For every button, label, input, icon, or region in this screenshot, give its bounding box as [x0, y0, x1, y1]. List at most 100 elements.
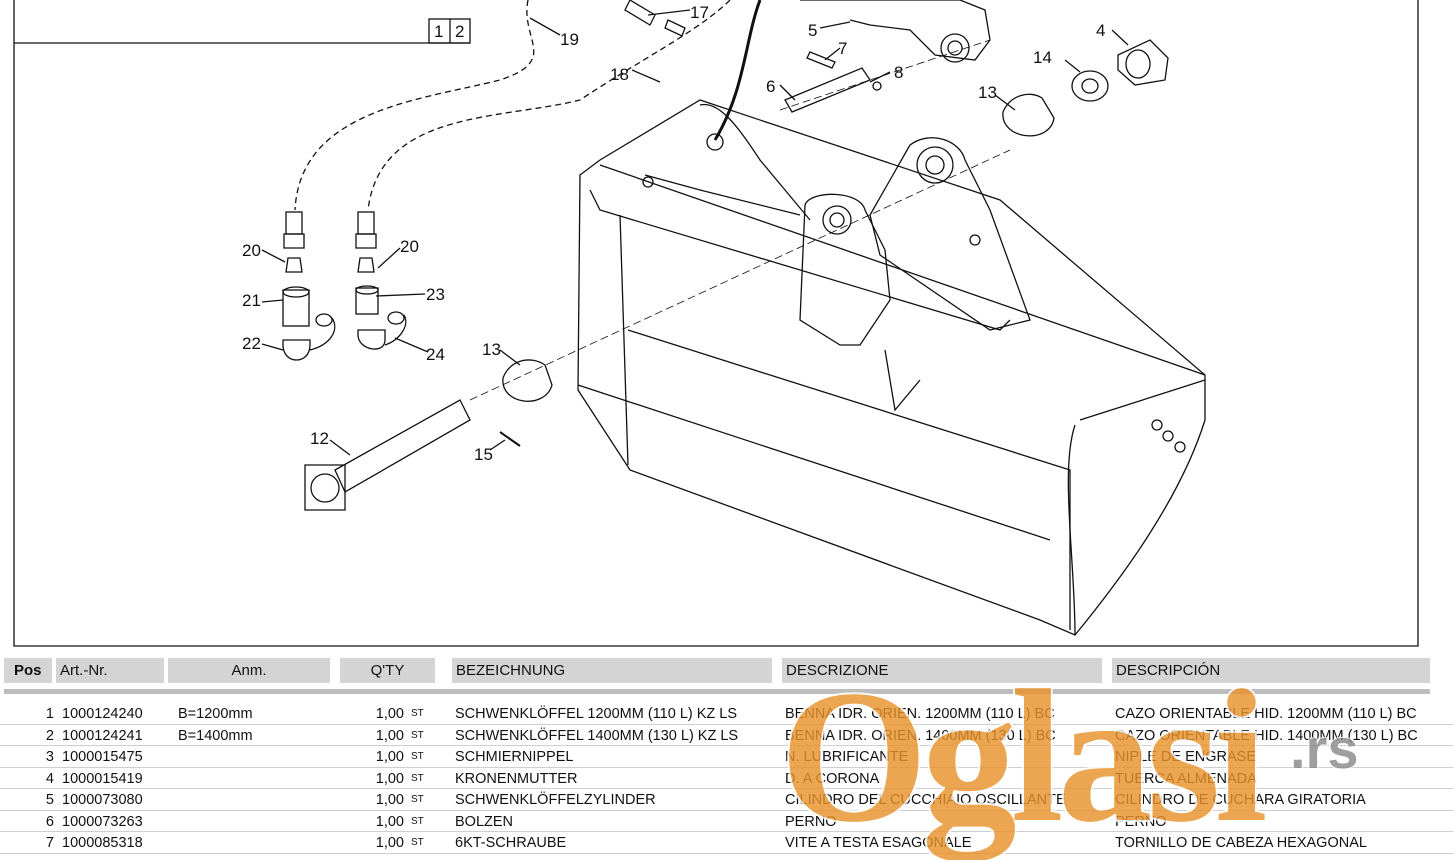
row-unit: ST	[411, 816, 424, 827]
row-art-nr: 1000015419	[62, 771, 143, 787]
row-art-nr: 1000015475	[62, 749, 143, 765]
row-pos: 3	[45, 749, 54, 765]
row-divider	[0, 853, 1453, 854]
row-bezeichnung: KRONENMUTTER	[455, 771, 578, 787]
row-qty: 1,00	[375, 814, 404, 830]
table-row: 7 1000085318 1,00 ST 6KT-SCHRAUBE VITE A…	[0, 832, 1453, 854]
callout-13-bottom: 13	[482, 340, 501, 359]
row-pos: 2	[45, 728, 54, 744]
row-unit: ST	[411, 751, 424, 762]
parts-table-header: Pos Art.-Nr. Anm. Q'TY BEZEICHNUNG DESCR…	[4, 658, 1430, 684]
header-descrizione: DESCRIZIONE	[782, 658, 1102, 683]
row-anm: B=1200mm	[178, 706, 253, 722]
row-bezeichnung: SCHWENKLÖFFEL 1200MM (110 L) KZ LS	[455, 706, 738, 722]
row-descripcion: TUERCA ALMENADA	[1115, 771, 1257, 787]
callout-14: 14	[1033, 48, 1052, 67]
row-bezeichnung: SCHMIERNIPPEL	[455, 749, 574, 765]
row-descrizione: N. LUBRIFICANTE	[785, 749, 909, 765]
row-anm: B=1400mm	[178, 728, 253, 744]
row-qty: 1,00	[375, 706, 404, 722]
callout-8: 8	[894, 63, 903, 82]
row-art-nr: 1000073263	[62, 814, 143, 830]
table-row: 1 1000124240 B=1200mm 1,00 ST SCHWENKLÖF…	[0, 703, 1453, 725]
row-bezeichnung: BOLZEN	[455, 814, 514, 830]
bucket-bracket	[869, 137, 1031, 331]
cylinder	[800, 0, 991, 61]
header-bezeichnung: BEZEICHNUNG	[452, 658, 772, 683]
row-descrizione: D. A CORONA	[785, 771, 880, 787]
hose-18	[294, 0, 535, 211]
row-pos: 4	[45, 771, 54, 787]
row-qty: 1,00	[375, 728, 404, 744]
row-qty: 1,00	[375, 792, 404, 808]
row-art-nr: 1000085318	[62, 835, 143, 851]
row-divider	[0, 810, 1453, 811]
row-qty: 1,00	[375, 835, 404, 851]
callout-6: 6	[766, 77, 775, 96]
cable	[713, 0, 762, 141]
row-descripcion: PERNO	[1115, 814, 1167, 830]
header-qty: Q'TY	[340, 658, 435, 683]
row-qty: 1,00	[375, 771, 404, 787]
callout-4: 4	[1096, 21, 1105, 40]
callout-19: 19	[560, 30, 579, 49]
callout-23: 23	[426, 285, 445, 304]
row-descripcion: NIPLE DE ENGRASE	[1115, 749, 1257, 765]
callout-5: 5	[808, 21, 817, 40]
header-rule	[4, 689, 1430, 694]
row-art-nr: 1000124241	[62, 728, 143, 744]
row-divider	[0, 724, 1453, 725]
callout-22: 22	[242, 334, 261, 353]
row-descripcion: CAZO ORIENTABLE HID. 1200MM (110 L) BC	[1115, 706, 1417, 722]
row-descrizione: BENNA IDR. ORIEN. 1400MM (130 L) BC	[785, 728, 1056, 744]
parts-diagram: 1 2 17 19 5 7 4 18 6 8 14 13 20 20 21 23…	[13, 0, 1419, 647]
hose-19	[367, 0, 731, 211]
row-divider	[0, 767, 1453, 768]
table-row: 2 1000124241 B=1400mm 1,00 ST SCHWENKLÖF…	[0, 725, 1453, 747]
table-row: 5 1000073080 1,00 ST SCHWENKLÖFFELZYLIND…	[0, 789, 1453, 811]
row-unit: ST	[411, 730, 424, 741]
table-row: 4 1000015419 1,00 ST KRONENMUTTER D. A C…	[0, 768, 1453, 790]
row-divider	[0, 831, 1453, 832]
table-row: 6 1000073263 1,00 ST BOLZEN PERNO PERNO	[0, 811, 1453, 833]
row-bezeichnung: SCHWENKLÖFFEL 1400MM (130 L) KZ LS	[455, 728, 739, 744]
row-descripcion: CAZO ORIENTABLE HID. 1400MM (130 L) BC	[1115, 728, 1418, 744]
callout-20-right: 20	[400, 237, 419, 256]
callout-20-left: 20	[242, 241, 261, 260]
header-anm: Anm.	[168, 658, 330, 683]
row-unit: ST	[411, 837, 424, 848]
header-descripcion: DESCRIPCIÓN	[1112, 658, 1430, 683]
row-descrizione: VITE A TESTA ESAGONALE	[785, 835, 972, 851]
row-divider	[0, 745, 1453, 746]
header-pos: Pos	[4, 658, 52, 683]
row-descripcion: TORNILLO DE CABEZA HEXAGONAL	[1115, 835, 1367, 851]
row-descripcion: CILINDRO DE CUCHARA GIRATORIA	[1115, 792, 1366, 808]
inset-number-1: 1	[434, 22, 443, 41]
table-row: 3 1000015475 1,00 ST SCHMIERNIPPEL N. LU…	[0, 746, 1453, 768]
row-pos: 1	[45, 706, 54, 722]
row-unit: ST	[411, 773, 424, 784]
callout-18: 18	[610, 65, 629, 84]
diagram-frame	[13, 0, 1419, 647]
callout-12: 12	[310, 429, 329, 448]
pin-12	[334, 399, 471, 493]
row-descrizione: PERNO	[785, 814, 837, 830]
row-unit: ST	[411, 794, 424, 805]
row-descrizione: BENNA IDR. ORIEN. 1200MM (110 L) BC	[785, 706, 1055, 722]
callout-7: 7	[838, 39, 847, 58]
row-art-nr: 1000073080	[62, 792, 143, 808]
row-unit: ST	[411, 708, 424, 719]
row-bezeichnung: SCHWENKLÖFFELZYLINDER	[455, 792, 656, 808]
callout-24: 24	[426, 345, 445, 364]
row-divider	[0, 788, 1453, 789]
callout-15: 15	[474, 445, 493, 464]
row-pos: 6	[45, 814, 54, 830]
row-descrizione: CILINDRO DEL CUCCHIAIO OSCILLANTE	[785, 792, 1066, 808]
inset-number-2: 2	[455, 22, 464, 41]
row-qty: 1,00	[375, 749, 404, 765]
callout-17: 17	[690, 3, 709, 22]
callout-21: 21	[242, 291, 261, 310]
callout-13-top: 13	[978, 83, 997, 102]
header-art-nr: Art.-Nr.	[56, 658, 164, 683]
bucket-body	[577, 99, 1206, 636]
